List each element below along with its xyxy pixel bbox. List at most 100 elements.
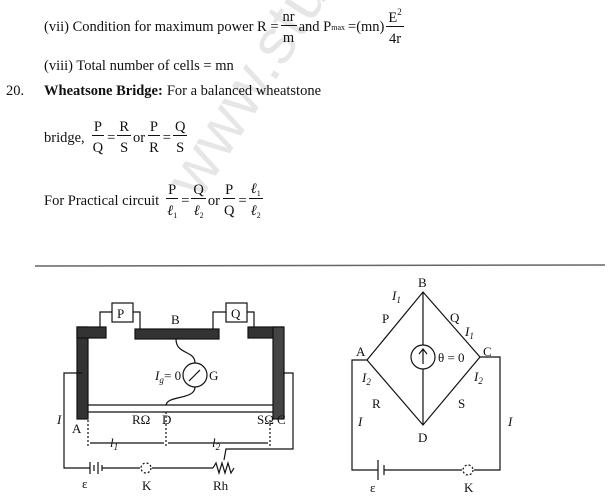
text: and P bbox=[298, 19, 332, 36]
label-emf: ε bbox=[370, 480, 376, 495]
label-R: RΩ bbox=[132, 412, 150, 427]
label-I: I bbox=[56, 412, 62, 427]
label-B: B bbox=[171, 312, 180, 327]
t: ℓ bbox=[193, 202, 200, 219]
or: or bbox=[133, 129, 146, 146]
num: nr bbox=[280, 8, 297, 26]
label-D: D bbox=[162, 412, 171, 427]
t: l bbox=[212, 435, 216, 450]
item-20: 20. Wheatsone Bridge: For a balanced whe… bbox=[6, 83, 321, 100]
num: P bbox=[91, 119, 104, 137]
item-viii: (viii) Total number of cells = mn bbox=[44, 58, 234, 74]
den: R bbox=[149, 140, 159, 157]
sub: 1 bbox=[173, 210, 178, 220]
den: Q bbox=[223, 203, 235, 220]
label-K: K bbox=[464, 480, 474, 495]
den: m bbox=[282, 29, 295, 46]
den: ℓ1 bbox=[165, 202, 179, 220]
wheatstone-labels: B I1 P Q I1 A C θ = 0 I2 I2 R S I I D ε … bbox=[356, 275, 513, 495]
num: Q bbox=[172, 119, 188, 137]
label-emf: ε bbox=[82, 476, 88, 491]
den: ℓ2 bbox=[192, 202, 206, 220]
label-P: P bbox=[382, 311, 389, 326]
or: or bbox=[207, 192, 220, 209]
label-D: D bbox=[418, 430, 427, 445]
text: =(mn) bbox=[348, 19, 385, 36]
t: 1 bbox=[114, 442, 119, 452]
label-ig-eq: = 0 bbox=[164, 368, 181, 383]
fraction: nr m bbox=[280, 8, 297, 46]
middle-strip bbox=[134, 328, 220, 340]
item-vii: (vii) Condition for maximum power R = nr… bbox=[44, 7, 406, 48]
label-l1: l1 bbox=[110, 435, 118, 452]
label-Q: Q bbox=[450, 310, 460, 325]
label-ig: Ig bbox=[154, 368, 164, 385]
label-l2: l2 bbox=[212, 435, 221, 452]
t: 2 bbox=[366, 377, 371, 387]
t: 1 bbox=[469, 331, 474, 341]
t: ℓ bbox=[167, 202, 174, 219]
eq: = bbox=[107, 129, 116, 146]
label-I-right: I bbox=[507, 414, 513, 429]
meter-bridge-diagram bbox=[63, 302, 294, 476]
eq: = bbox=[181, 192, 190, 209]
t: 1 bbox=[396, 295, 401, 305]
eq: = bbox=[238, 192, 247, 209]
t: g bbox=[159, 375, 164, 385]
label-I2b: I2 bbox=[473, 369, 483, 386]
t: I bbox=[464, 324, 470, 339]
t: 2 bbox=[216, 442, 221, 452]
label-I2: I2 bbox=[361, 370, 371, 387]
t: I bbox=[361, 370, 367, 385]
label-I-left: I bbox=[357, 414, 363, 429]
sub: 2 bbox=[199, 210, 204, 220]
wheatstone-bridge-diagram bbox=[351, 291, 501, 480]
label-I1b: I1 bbox=[464, 324, 474, 341]
label-B: B bbox=[418, 275, 427, 290]
sub: 2 bbox=[256, 211, 261, 221]
label-K: K bbox=[142, 478, 152, 493]
number: 20. bbox=[6, 83, 25, 99]
right-strip bbox=[272, 326, 285, 420]
galvanometer bbox=[410, 344, 436, 370]
sup: 2 bbox=[397, 7, 402, 17]
t: l bbox=[110, 435, 114, 450]
label-A: A bbox=[356, 344, 366, 359]
t: ℓ bbox=[250, 181, 257, 197]
text: (vii) Condition for maximum power R = bbox=[44, 19, 279, 36]
label-Q: Q bbox=[231, 306, 241, 321]
t: ℓ bbox=[250, 203, 257, 220]
heading: Wheatsone Bridge: bbox=[44, 83, 163, 99]
num: ℓ1 bbox=[248, 181, 263, 200]
label-R: R bbox=[372, 396, 381, 411]
text: For Practical circuit bbox=[44, 192, 160, 209]
divider bbox=[34, 264, 606, 267]
meter-bridge-labels: P Q B Ig = 0 G I A RΩ D SΩ C l1 l2 ε K R… bbox=[56, 306, 286, 493]
t: I bbox=[473, 369, 479, 384]
num: P bbox=[166, 181, 179, 199]
label-Rh: Rh bbox=[213, 478, 229, 493]
left-top-strip bbox=[76, 326, 107, 339]
sub: max bbox=[331, 23, 346, 33]
eq: = bbox=[162, 129, 171, 146]
num: E2 bbox=[386, 7, 404, 28]
num: P bbox=[223, 182, 236, 200]
text: bridge, bbox=[44, 129, 85, 146]
label-S: SΩ bbox=[257, 412, 274, 427]
rheostat bbox=[212, 460, 235, 476]
den: Q bbox=[92, 140, 104, 157]
t: I bbox=[391, 288, 397, 303]
den: 4r bbox=[389, 31, 402, 48]
label-I1: I1 bbox=[391, 288, 401, 305]
num: R bbox=[117, 119, 132, 137]
label-C: C bbox=[483, 344, 492, 359]
